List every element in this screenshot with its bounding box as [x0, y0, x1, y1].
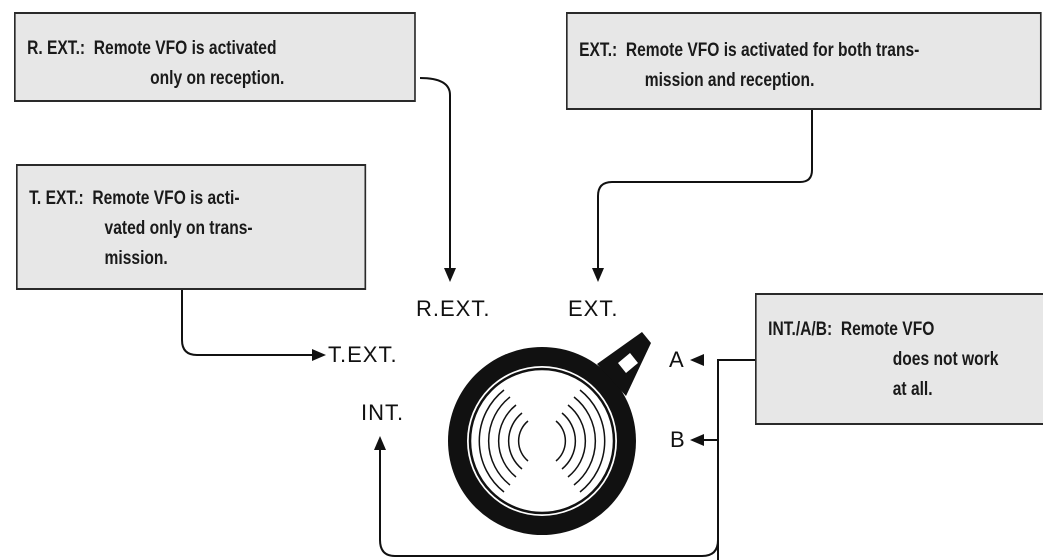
ext-arrow [592, 268, 604, 282]
b-arrow [690, 434, 704, 446]
note-t-ext-key: T. EXT.: [29, 188, 84, 209]
note-t-ext-line2: vated only on trans- [104, 218, 253, 239]
a-leader [717, 359, 755, 560]
note-t-ext-line1: Remote VFO is acti- [92, 188, 240, 209]
note-r-ext-line1: Remote VFO is activated [93, 38, 277, 59]
position-label-r-ext: R.EXT. [416, 296, 491, 321]
note-t-ext: T. EXT.: Remote VFO is acti- vated only … [16, 164, 367, 290]
note-int-ab: INT./A/B: Remote VFO does not work at al… [755, 293, 1043, 425]
a-arrow [690, 354, 704, 366]
r-ext-leader [419, 77, 451, 268]
note-ext-line1: Remote VFO is activated for both trans- [625, 40, 920, 61]
position-label-t-ext: T.EXT. [328, 342, 398, 367]
note-int-ab-line3: at all. [892, 379, 933, 400]
t-ext-arrow [312, 349, 326, 361]
position-label-int: INT. [361, 400, 405, 425]
r-ext-arrow [444, 268, 456, 282]
int-bottom-leader [379, 450, 719, 557]
selector-knob-icon [448, 332, 651, 535]
int-arrow [374, 436, 386, 450]
position-label-ext: EXT. [568, 296, 619, 321]
note-ext: EXT.: Remote VFO is activated for both t… [566, 12, 1042, 110]
position-label-a: A [669, 347, 685, 372]
note-ext-line2: mission and reception. [644, 70, 815, 91]
note-ext-key: EXT.: [579, 40, 618, 61]
note-int-ab-line2: does not work [892, 349, 999, 370]
t-ext-leader [181, 290, 312, 356]
ext-leader [597, 110, 813, 268]
note-t-ext-line3: mission. [104, 248, 168, 269]
note-r-ext-key: R. EXT.: [27, 38, 86, 59]
note-r-ext-line2: only on reception. [150, 68, 285, 89]
position-label-b: B [670, 427, 686, 452]
note-int-ab-key: INT./A/B: [768, 319, 833, 340]
note-int-ab-line1: Remote VFO [840, 319, 935, 340]
note-r-ext: R. EXT.: Remote VFO is activated only on… [14, 12, 416, 102]
